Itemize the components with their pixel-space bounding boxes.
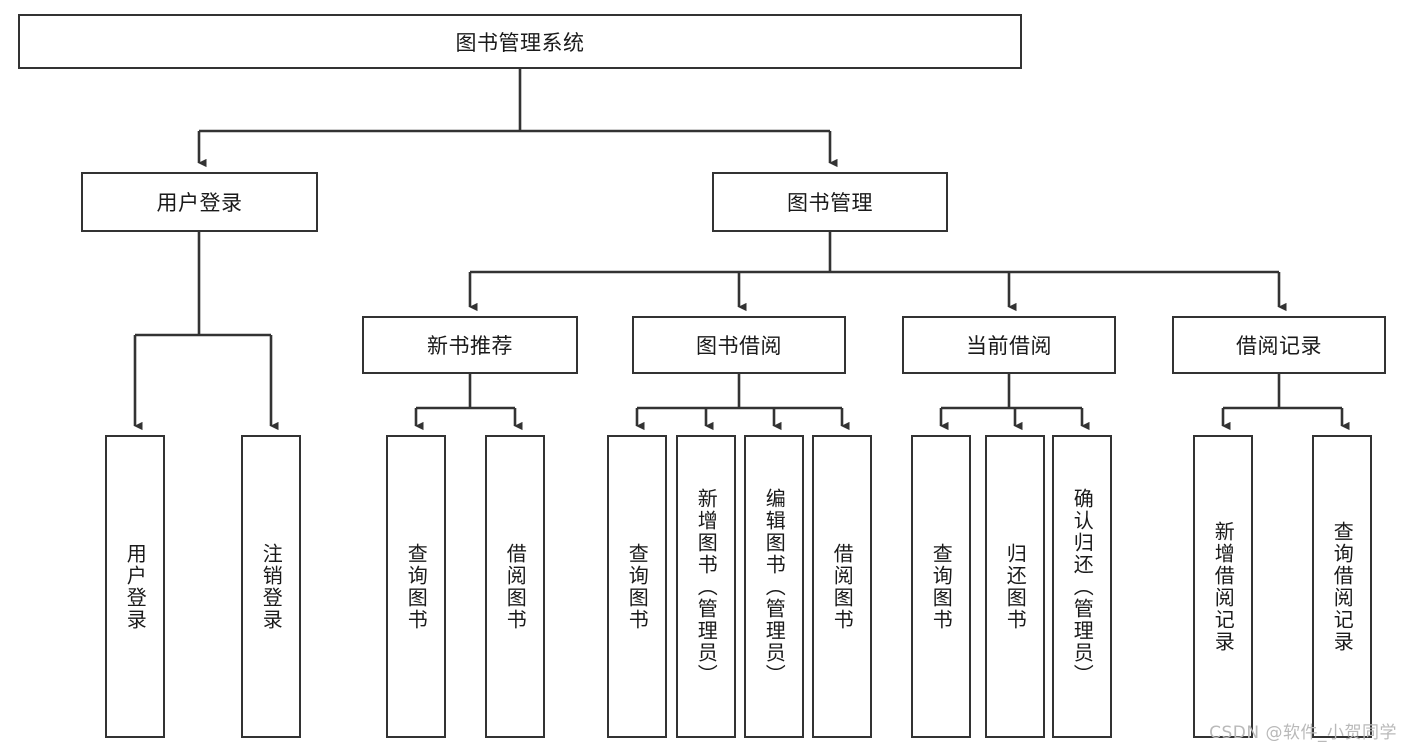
node-book-borrowing[interactable]: 图书借阅 (632, 316, 846, 374)
leaf-borrow-book-nbr[interactable]: 借阅图书 (485, 435, 545, 738)
node-label: 新增图书（管理员） (694, 487, 719, 686)
leaf-return-book[interactable]: 归还图书 (985, 435, 1045, 738)
leaf-borrow-book-bb[interactable]: 借阅图书 (812, 435, 872, 738)
leaf-query-book-bb[interactable]: 查询图书 (607, 435, 667, 738)
node-label: 新增借阅记录 (1211, 520, 1236, 653)
node-label: 借阅图书 (503, 542, 528, 631)
leaf-add-borrow-record[interactable]: 新增借阅记录 (1193, 435, 1253, 738)
leaf-add-book-admin[interactable]: 新增图书（管理员） (676, 435, 736, 738)
node-label: 用户登录 (156, 191, 243, 215)
node-label: 当前借阅 (966, 334, 1052, 358)
node-label: 借阅记录 (1236, 334, 1322, 358)
leaf-logout[interactable]: 注销登录 (241, 435, 301, 738)
leaf-query-book-cb[interactable]: 查询图书 (911, 435, 971, 738)
node-label: 查询图书 (404, 542, 429, 631)
node-label: 注销登录 (259, 542, 284, 631)
leaf-edit-book-admin[interactable]: 编辑图书（管理员） (744, 435, 804, 738)
node-label: 图书管理系统 (455, 30, 585, 55)
node-label: 确认归还（管理员） (1070, 487, 1095, 686)
node-borrowing-record[interactable]: 借阅记录 (1172, 316, 1386, 374)
node-book-management[interactable]: 图书管理 (712, 172, 948, 232)
node-label: 编辑图书（管理员） (762, 487, 787, 686)
node-label: 查询借阅记录 (1330, 520, 1355, 653)
leaf-query-book-nbr[interactable]: 查询图书 (386, 435, 446, 738)
node-label: 查询图书 (625, 542, 650, 631)
node-user-login[interactable]: 用户登录 (81, 172, 318, 232)
leaf-query-borrow-record[interactable]: 查询借阅记录 (1312, 435, 1372, 738)
node-new-book-recommendation[interactable]: 新书推荐 (362, 316, 578, 374)
node-label: 图书管理 (787, 191, 873, 215)
node-label: 查询图书 (929, 542, 954, 631)
leaf-user-login[interactable]: 用户登录 (105, 435, 165, 738)
node-label: 图书借阅 (696, 334, 782, 358)
node-current-borrowing[interactable]: 当前借阅 (902, 316, 1116, 374)
leaf-confirm-return-admin[interactable]: 确认归还（管理员） (1052, 435, 1112, 738)
node-root-book-management-system[interactable]: 图书管理系统 (18, 14, 1022, 69)
node-label: 归还图书 (1003, 542, 1028, 631)
node-label: 借阅图书 (830, 542, 855, 631)
node-label: 新书推荐 (427, 334, 513, 358)
node-label: 用户登录 (123, 542, 148, 631)
